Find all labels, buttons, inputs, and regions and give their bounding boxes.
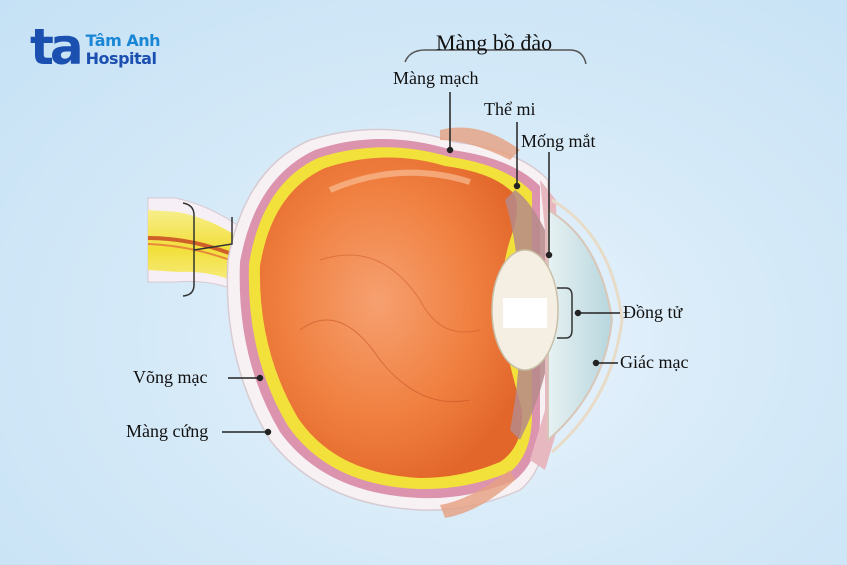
label-pupil: Đồng tử xyxy=(623,302,683,322)
muscle-bottom xyxy=(440,470,515,518)
logo-subtitle: Hospital xyxy=(85,49,157,68)
logo-name: Tâm Anh xyxy=(85,31,161,50)
hospital-logo: ta Tâm Anh Hospital xyxy=(30,22,161,72)
label-iris: Mống mắt xyxy=(521,131,596,151)
muscle-top xyxy=(440,127,520,160)
label-ciliary-body: Thể mi xyxy=(484,99,536,119)
label-choroid: Màng mạch xyxy=(393,68,479,88)
label-retina: Võng mạc xyxy=(133,367,208,387)
vitreous-body xyxy=(259,157,523,478)
uvea-brace xyxy=(404,49,587,65)
label-sclera: Màng cứng xyxy=(126,421,209,441)
cornea xyxy=(547,208,614,443)
pupil-bracket xyxy=(557,287,573,339)
logo-wordmark: Tâm Anh Hospital xyxy=(85,31,161,68)
label-cornea: Giác mạc xyxy=(620,352,689,372)
logo-mark: ta xyxy=(30,18,84,76)
label-uvea: Màng bồ đào xyxy=(436,30,553,55)
